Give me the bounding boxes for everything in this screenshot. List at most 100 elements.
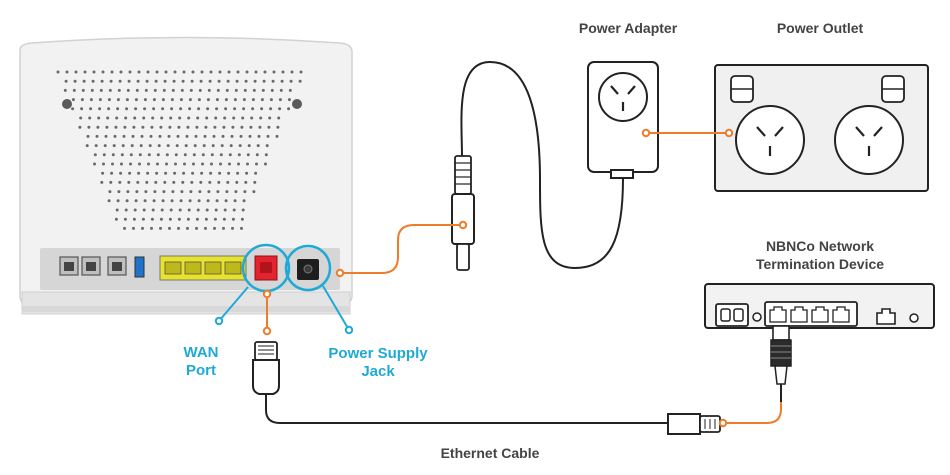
- grille-dot: [107, 107, 111, 111]
- grille-dot: [139, 144, 143, 148]
- grille-dot: [98, 98, 102, 102]
- grille-dot: [116, 98, 120, 102]
- grille-dot: [287, 107, 291, 111]
- grille-dot: [200, 171, 204, 175]
- grille-dot: [156, 153, 160, 157]
- grille-dot: [151, 116, 155, 120]
- grille-dot: [171, 88, 175, 92]
- grille-dot: [227, 171, 231, 175]
- grille-dot: [146, 171, 150, 175]
- grille-dot: [181, 180, 185, 184]
- grille-dot: [289, 79, 293, 83]
- nbnco-ntd: [704, 283, 935, 329]
- grille-dot: [170, 98, 174, 102]
- grille-dot: [154, 180, 158, 184]
- grille-dot: [78, 125, 82, 129]
- grille-dot: [251, 107, 255, 111]
- grille-dot: [226, 180, 230, 184]
- grille-dot: [172, 79, 176, 83]
- grille-dot: [299, 70, 303, 74]
- grille-dot: [143, 107, 147, 111]
- grille-dot: [159, 125, 163, 129]
- power-adapter-label-text: Power Adapter: [578, 20, 678, 36]
- grille-dot: [179, 98, 183, 102]
- grille-dot: [204, 217, 208, 221]
- router: [19, 36, 353, 315]
- grille-dot: [201, 153, 205, 157]
- grille-dot: [112, 144, 116, 148]
- grille-dot: [116, 199, 120, 203]
- grille-dot: [188, 98, 192, 102]
- grille-dot: [269, 107, 273, 111]
- grille-dot: [179, 107, 183, 111]
- grille-dot: [288, 88, 292, 92]
- grille-dot: [212, 134, 216, 138]
- grille-dot: [181, 79, 185, 83]
- grille-dot: [91, 79, 95, 83]
- grille-dot: [148, 144, 152, 148]
- grille-dot: [280, 79, 284, 83]
- grille-dot: [290, 70, 294, 74]
- grille-dot: [184, 144, 188, 148]
- grille-dot: [79, 116, 83, 120]
- grille-dot: [143, 199, 147, 203]
- grille-dot: [248, 134, 252, 138]
- grille-dot: [198, 190, 202, 194]
- grille-dot: [240, 217, 244, 221]
- grille-dot: [195, 125, 199, 129]
- grille-dot: [265, 144, 269, 148]
- grille-dot: [86, 134, 90, 138]
- grille-dot: [256, 144, 260, 148]
- grille-dot: [161, 98, 165, 102]
- grille-dot: [238, 144, 242, 148]
- grille-dot: [287, 98, 291, 102]
- grille-dot: [259, 116, 263, 120]
- grille-dot: [223, 208, 227, 212]
- grille-dot: [89, 98, 93, 102]
- grille-dot: [162, 190, 166, 194]
- ethernet-plug-ntd: [770, 325, 792, 385]
- grille-dot: [171, 190, 175, 194]
- orange-callouts: [266, 132, 782, 424]
- grille-dot: [71, 98, 75, 102]
- grille-dot: [180, 88, 184, 92]
- grille-dot: [202, 144, 206, 148]
- grille-dot: [234, 190, 238, 194]
- grille-dot: [215, 98, 219, 102]
- grille-dot: [216, 88, 220, 92]
- grille-dot: [129, 162, 132, 166]
- grille-dot: [160, 208, 164, 212]
- grille-dot: [120, 153, 124, 157]
- grille-dot: [102, 162, 105, 166]
- grille-dot: [108, 190, 112, 194]
- power-jack-highlight: [284, 244, 332, 292]
- grille-dot: [180, 190, 184, 194]
- grille-dot: [201, 162, 204, 166]
- grille-dot: [254, 70, 258, 74]
- grille-dot: [244, 180, 248, 184]
- grille-dot: [275, 134, 279, 138]
- grille-dot: [141, 217, 145, 221]
- grille-dot: [228, 162, 231, 166]
- power-supply-jack-label: Power Supply Jack: [318, 345, 438, 381]
- grille-dot: [109, 180, 113, 184]
- grille-dot: [89, 107, 93, 111]
- wan-port-label: WAN Port: [176, 344, 226, 380]
- grille-dot: [235, 79, 239, 83]
- grille-dot: [205, 116, 209, 120]
- grille-dot: [98, 107, 102, 111]
- grille-dot: [118, 79, 122, 83]
- grille-dot: [225, 190, 229, 194]
- grille-dot: [217, 180, 221, 184]
- grille-dot: [269, 98, 273, 102]
- grille-dot: [82, 79, 86, 83]
- grille-dot: [142, 208, 146, 212]
- grille-dot: [151, 208, 155, 212]
- grille-dot: [132, 125, 136, 129]
- grille-dot: [207, 88, 211, 92]
- grille-dot: [236, 70, 240, 74]
- grille-dot: [241, 208, 245, 212]
- speaker-grille: [56, 70, 303, 230]
- grille-dot: [200, 70, 204, 74]
